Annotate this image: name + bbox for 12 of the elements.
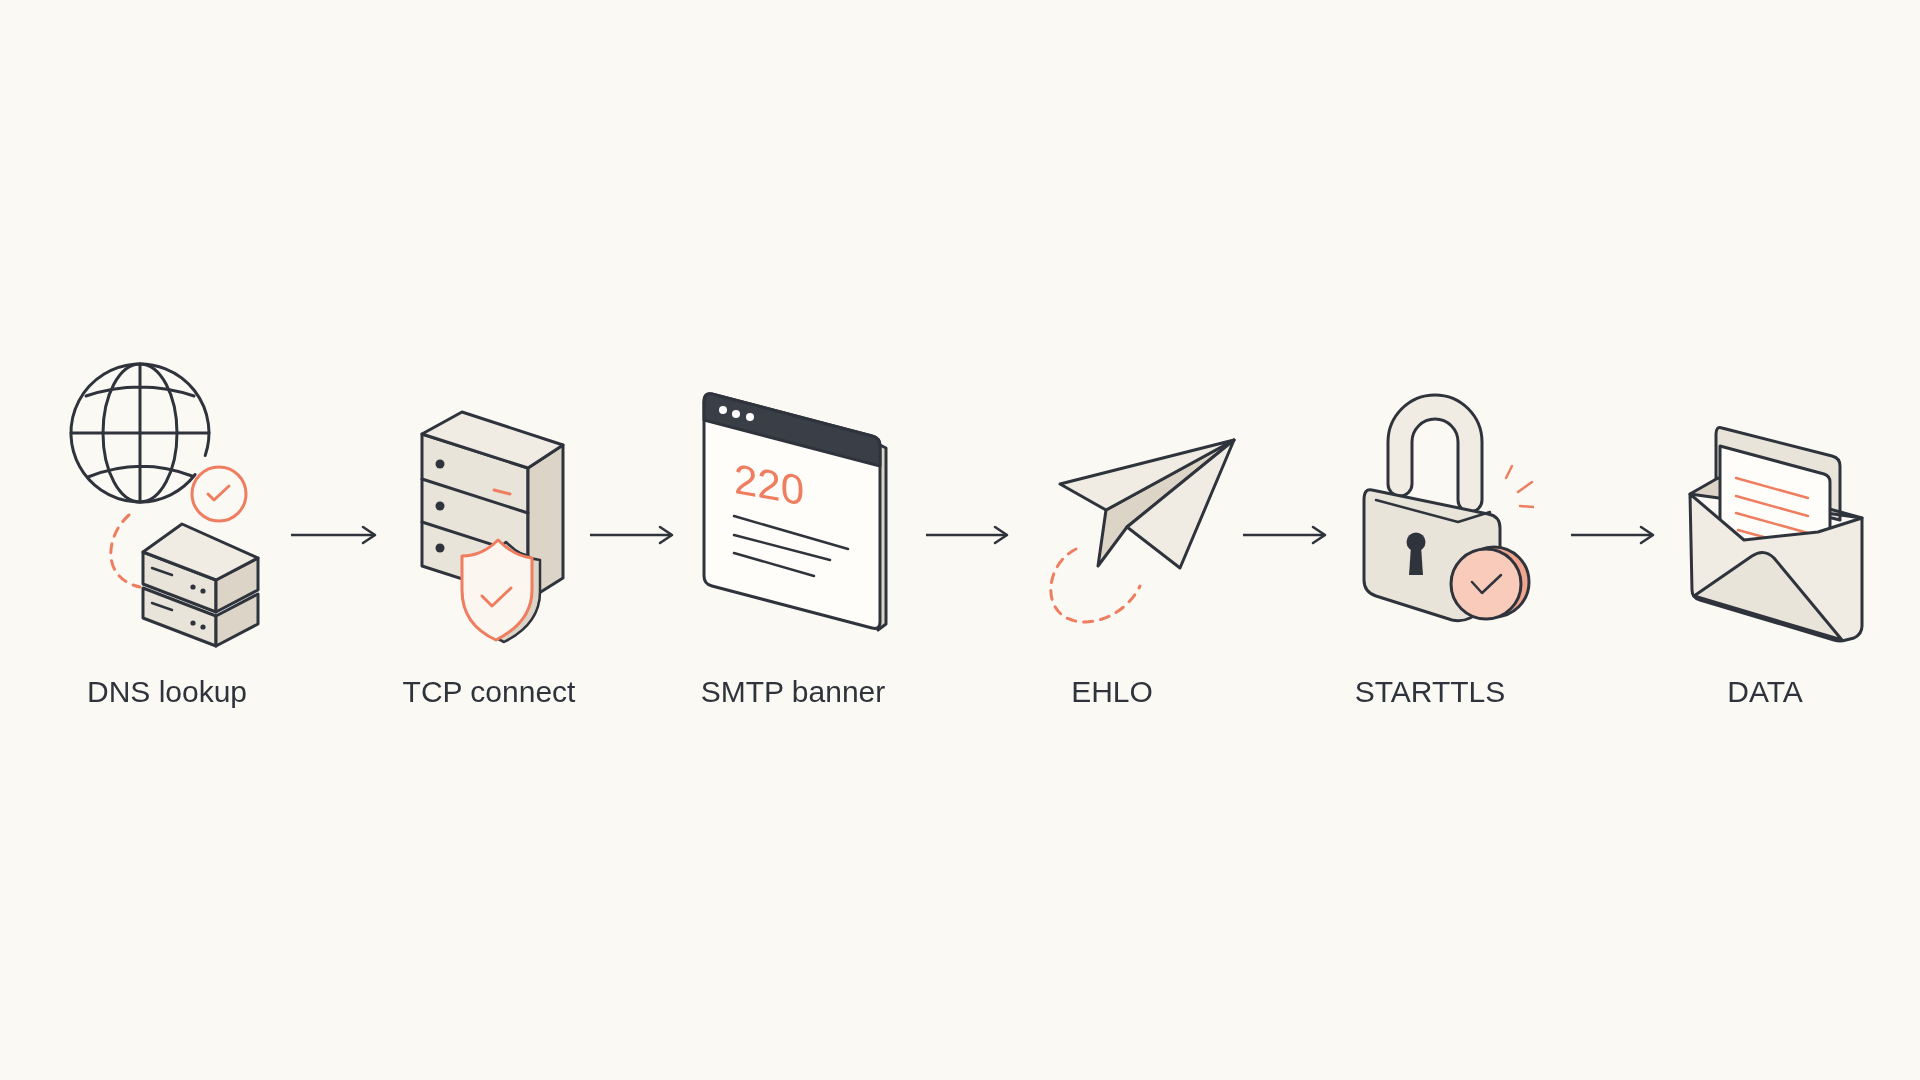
step-label: TCP connect xyxy=(402,674,576,710)
arrow xyxy=(1571,525,1655,545)
arrow xyxy=(291,525,377,545)
step-label: DNS lookup xyxy=(86,674,248,710)
step-label: SMTP banner xyxy=(700,674,886,710)
status-code: 220 xyxy=(734,458,805,513)
step-label: STARTTLS xyxy=(1354,674,1506,710)
step-label: DATA xyxy=(1727,674,1803,710)
arrow xyxy=(1243,525,1327,545)
step-label: EHLO xyxy=(1071,674,1153,710)
arrow xyxy=(926,525,1009,545)
arrow xyxy=(590,525,674,545)
